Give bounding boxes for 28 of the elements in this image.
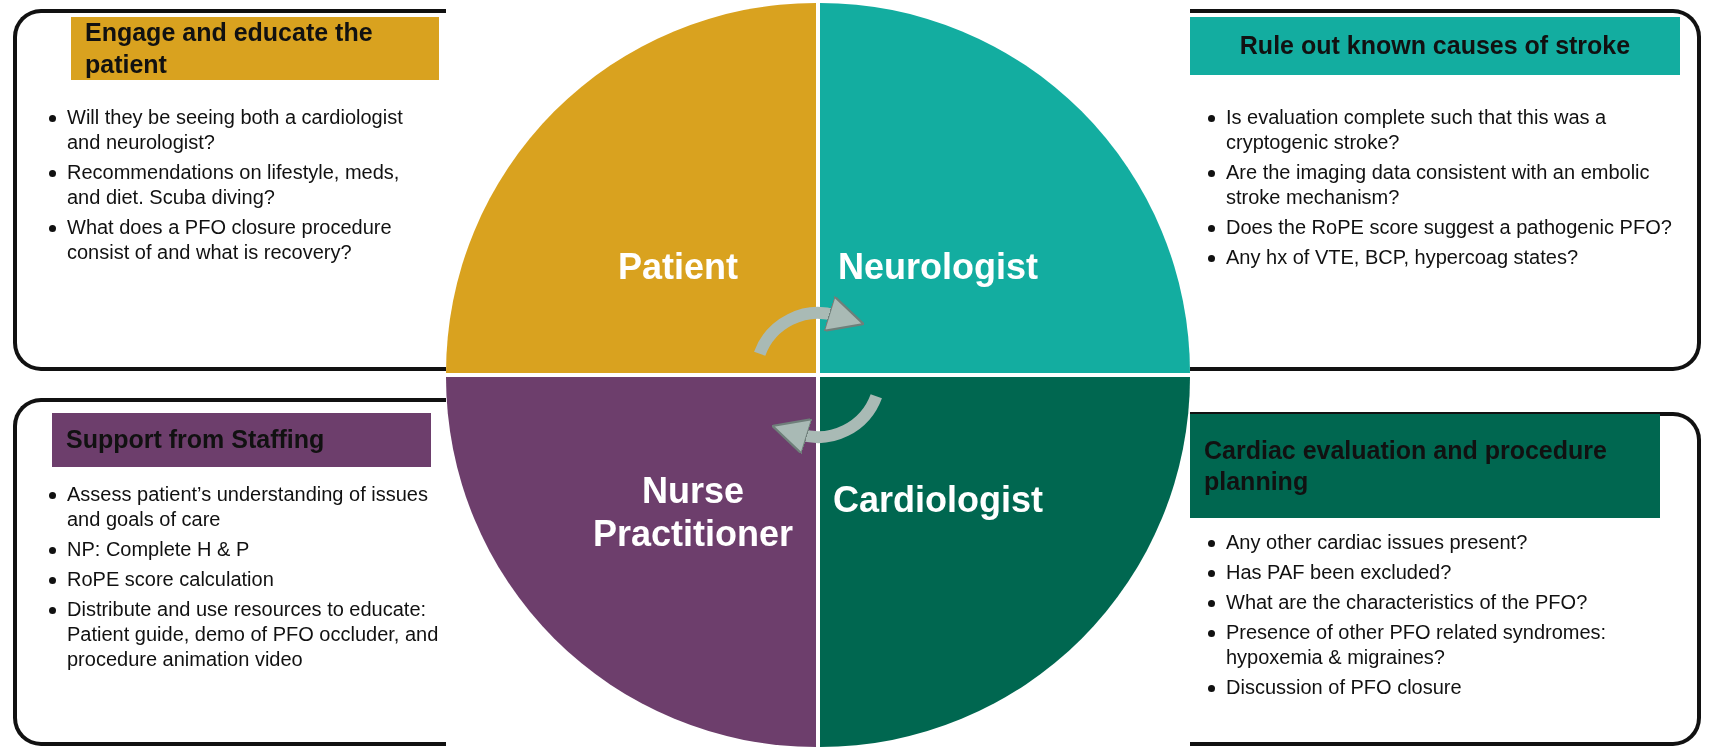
bullet-text: Assess patient’s understanding of issues and goals of care <box>67 483 428 530</box>
bullet-text: What are the characteristics of the PFO? <box>1226 591 1588 613</box>
bullet-text: Any other cardiac issues present? <box>1226 531 1528 553</box>
section-heading: Cardiac evaluation and procedure planning <box>1190 414 1660 518</box>
section-heading: Support from Staffing <box>52 413 431 467</box>
bullet-text: Has PAF been excluded? <box>1226 561 1452 583</box>
bullet-text: Any hx of VTE, BCP, hypercoag states? <box>1226 246 1579 268</box>
section-heading: Rule out known causes of stroke <box>1190 17 1680 75</box>
info-card <box>13 9 446 371</box>
info-card <box>1190 9 1701 371</box>
bullet-text: Will they be seeing both a cardiologist and neurologist? <box>67 106 403 153</box>
bullet-text: Discussion of PFO closure <box>1226 676 1462 698</box>
section-heading: Engage and educate the patient <box>71 17 439 80</box>
bullet-text: What does a PFO closure procedure consist of and what is recovery? <box>67 216 392 263</box>
quadrant-label: Neurologist <box>838 245 1038 289</box>
bullet-text: Are the imaging data consistent with an embolic stroke mechanism? <box>1226 161 1650 208</box>
quadrant-label: Nurse Practitioner <box>591 468 795 556</box>
bullet-text: Does the RoPE score suggest a pathogenic PFO? <box>1226 216 1672 238</box>
info-card <box>13 398 446 746</box>
bullet-text: Distribute and use resources to educate: Patient guide, demo of PFO occluder, and procedure animation video <box>67 598 439 670</box>
bullet-text: RoPE score calculation <box>67 568 274 590</box>
bullet-text: NP: Complete H & P <box>67 538 250 560</box>
bullet-text: Is evaluation complete such that this was a cryptogenic stroke? <box>1226 106 1607 153</box>
bullet-text: Presence of other PFO related syndromes: hypoxemia & migraines? <box>1226 621 1607 668</box>
quadrant-label: Patient <box>618 245 738 289</box>
info-card <box>1190 412 1701 746</box>
quadrant-label: Cardiologist <box>833 478 1043 522</box>
bullet-text: Recommendations on lifestyle, meds, and diet. Scuba diving? <box>67 161 400 208</box>
